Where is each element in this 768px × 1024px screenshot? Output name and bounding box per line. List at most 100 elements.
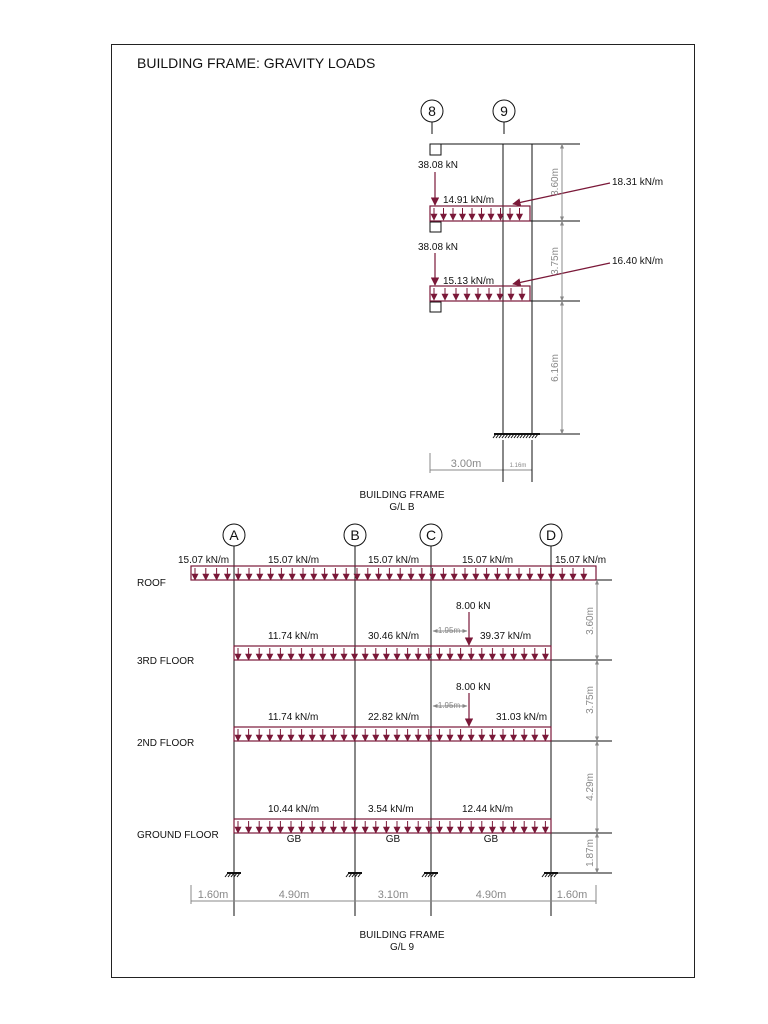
udl-frame-9: [190, 565, 597, 834]
hatch-mark: [227, 872, 232, 878]
dim-9-height-4: 1.87m: [585, 839, 596, 867]
roof-load-3: 15.07 kN/m: [368, 555, 419, 566]
column-stub: [429, 221, 442, 233]
hatch-mark: [424, 872, 429, 878]
dim-height-1: 3.60m: [550, 168, 561, 196]
grid-label-c: C: [426, 527, 436, 543]
hatch-mark: [421, 872, 426, 878]
roof-load-1: 15.07 kN/m: [178, 555, 229, 566]
hatch-mark: [354, 872, 359, 878]
ground-load-2: 3.54 kN/m: [368, 804, 414, 815]
udl-upper-right-label: 18.31 kN/m: [612, 177, 663, 188]
dim-9-span-3: 3.10m: [378, 889, 409, 901]
hatch-mark: [224, 872, 229, 878]
column-stub: [429, 301, 442, 313]
udl-arrows-frame-b: [430, 208, 526, 301]
udl-frame-b: [429, 205, 531, 302]
point-load-lower-label: 38.08 kN: [418, 242, 458, 253]
second-offset-label: 1.95m: [438, 701, 461, 710]
hatch-mark: [553, 872, 558, 878]
hatch-mark: [541, 872, 546, 878]
udl-arrows-frame-9: [191, 568, 588, 834]
hatch-mark: [501, 433, 506, 439]
floor-label-third: 3RD FLOOR: [137, 656, 194, 667]
hatch-mark: [547, 872, 552, 878]
third-point-load-label: 8.00 kN: [456, 601, 490, 612]
udl-lower-left-label: 15.13 kN/m: [443, 276, 494, 287]
udl-box-second: [233, 726, 552, 742]
dim-9-height-3: 4.29m: [585, 773, 596, 801]
dim-9-span-2: 4.90m: [279, 889, 310, 901]
hatch-mark: [427, 872, 432, 878]
second-load-1: 11.74 kN/m: [268, 712, 318, 723]
dim-9-height-2: 3.75m: [585, 686, 596, 714]
third-load-1: 11.74 kN/m: [268, 631, 318, 642]
caption-frame-b-line1: BUILDING FRAME: [359, 490, 444, 501]
gb-label-2: GB: [386, 834, 401, 845]
dim-9-span-5: 1.60m: [557, 889, 588, 901]
hatch-mark: [492, 433, 497, 439]
ground-load-1: 10.44 kN/m: [268, 804, 319, 815]
dim-height-2: 3.75m: [550, 247, 561, 275]
ground-hatch-gl9: [224, 872, 558, 878]
hatch-mark: [531, 433, 536, 439]
hatch-mark: [233, 872, 238, 878]
hatch-mark: [348, 872, 353, 878]
ground-load-3: 12.44 kN/m: [462, 804, 513, 815]
hatch-mark: [433, 872, 438, 878]
dim-9-height-1: 3.60m: [585, 607, 596, 635]
hatch-mark: [236, 872, 241, 878]
hatch-mark: [510, 433, 515, 439]
roof-load-4: 15.07 kN/m: [462, 555, 513, 566]
hatch-mark: [534, 433, 539, 439]
roof-load-5: 15.07 kN/m: [555, 555, 606, 566]
hatch-mark: [519, 433, 524, 439]
second-point-load-label: 8.00 kN: [456, 682, 490, 693]
hatch-mark: [516, 433, 521, 439]
second-load-2: 22.82 kN/m: [368, 712, 419, 723]
floor-label-roof: ROOF: [137, 578, 166, 589]
hatch-mark: [513, 433, 518, 439]
udl-box-lower: [429, 285, 531, 302]
dim-9-span-1: 1.60m: [198, 889, 229, 901]
gb-label-1: GB: [287, 834, 302, 845]
hatch-mark: [345, 872, 350, 878]
hatch-mark: [522, 433, 527, 439]
dim-span-1: 3.00m: [451, 458, 482, 470]
third-load-2: 30.46 kN/m: [368, 631, 419, 642]
floor-label-second: 2ND FLOOR: [137, 738, 194, 749]
hatch-mark: [357, 872, 362, 878]
hatch-mark: [528, 433, 533, 439]
caption-frame-9-line1: BUILDING FRAME: [359, 930, 444, 941]
third-offset-label: 1.95m: [438, 626, 461, 635]
hatch-mark: [351, 872, 356, 878]
hatch-mark: [430, 872, 435, 878]
caption-frame-b-line2: G/L B: [389, 502, 415, 513]
dim-span-2: 1.16m: [510, 463, 527, 469]
span-dims-frame-b: [429, 453, 532, 473]
udl-box-upper: [429, 205, 531, 222]
grid-label-b: B: [350, 527, 359, 543]
roof-load-2: 15.07 kN/m: [268, 555, 319, 566]
udl-box-ground: [233, 818, 552, 834]
drawing-title: BUILDING FRAME: GRAVITY LOADS: [137, 55, 376, 71]
grid-label-8: 8: [428, 103, 436, 119]
hatch-mark: [230, 872, 235, 878]
third-load-3: 39.37 kN/m: [480, 631, 531, 642]
second-load-3: 31.03 kN/m: [496, 712, 547, 723]
floor-label-ground: GROUND FLOOR: [137, 830, 219, 841]
gb-label-3: GB: [484, 834, 499, 845]
column-stub: [429, 143, 442, 156]
dim-height-3: 6.16m: [550, 354, 561, 382]
point-load-upper-label: 38.08 kN: [418, 160, 458, 171]
caption-frame-9-line2: G/L 9: [390, 942, 415, 953]
hatch-mark: [504, 433, 509, 439]
hatch-mark: [495, 433, 500, 439]
grid-label-d: D: [546, 527, 556, 543]
ground-hatch: [492, 433, 539, 439]
grid-label-a: A: [229, 527, 239, 543]
dim-9-span-4: 4.90m: [476, 889, 507, 901]
udl-box-third: [233, 645, 552, 661]
drawing-sheet-border: [111, 44, 695, 978]
